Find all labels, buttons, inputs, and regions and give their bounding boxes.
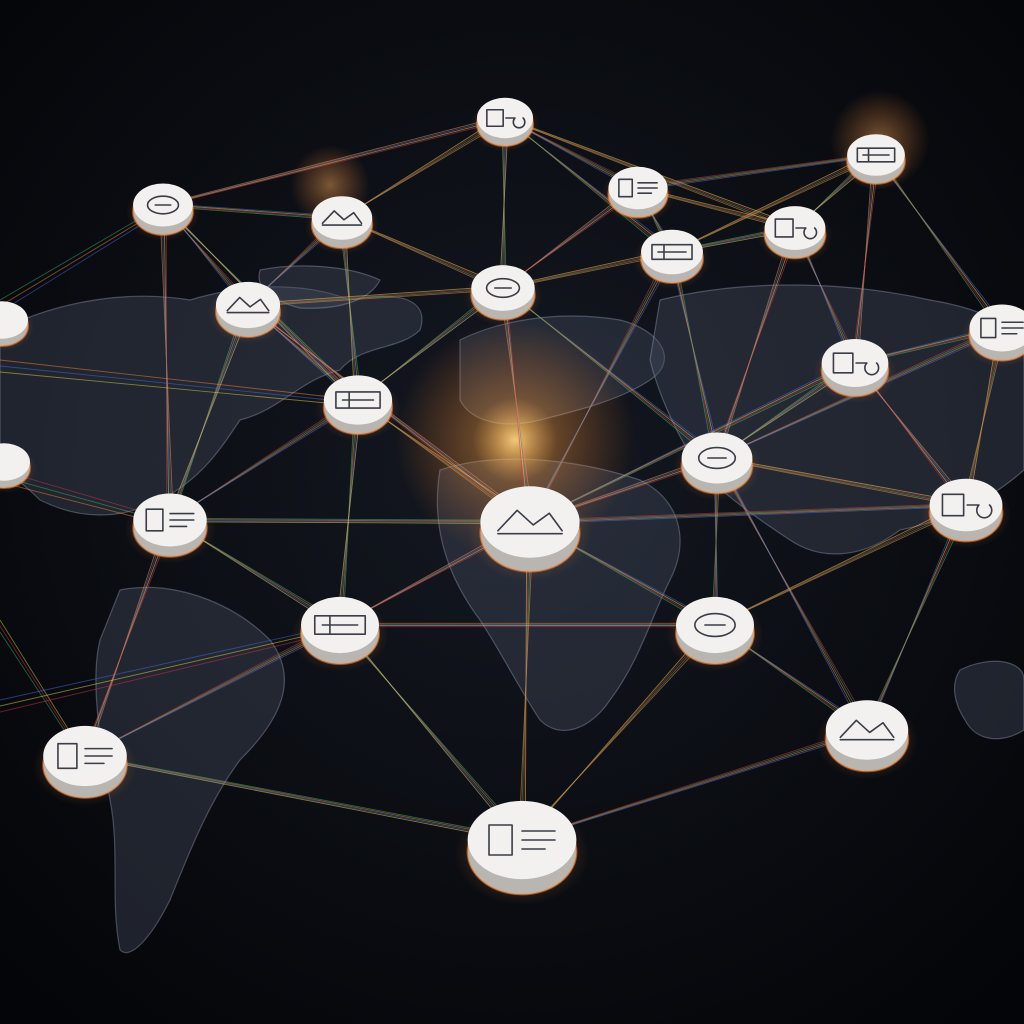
node-glyph — [488, 824, 556, 856]
link-line — [528, 504, 968, 522]
node-glyph — [941, 493, 993, 519]
link-line — [246, 288, 505, 306]
edge-node — [0, 301, 35, 352]
link-line — [876, 155, 1002, 329]
link-line — [0, 627, 341, 707]
central-server-icon — [467, 486, 593, 582]
node-glyph — [146, 195, 180, 215]
node-glyph — [313, 615, 367, 635]
network-nodes — [0, 97, 1024, 906]
plug-icon — [291, 596, 389, 672]
link-line — [88, 757, 519, 843]
link-line — [518, 731, 871, 843]
link-line — [161, 118, 507, 206]
switch-icon — [672, 432, 762, 501]
node-glyph — [980, 317, 1024, 339]
router-icon — [125, 183, 201, 241]
link-line — [636, 154, 878, 188]
monitor-icon — [454, 800, 590, 906]
server-rack-icon — [469, 97, 541, 152]
node-glyph — [226, 296, 270, 314]
node-glyph — [57, 742, 113, 770]
link-line — [525, 727, 864, 839]
node-glyph — [832, 352, 880, 376]
node-glyph — [839, 719, 895, 741]
camera-icon — [315, 375, 401, 441]
link-line — [0, 365, 359, 404]
link-line — [508, 119, 669, 254]
satellite-icon — [207, 281, 289, 344]
link-line — [528, 252, 674, 523]
link-line — [719, 459, 865, 732]
link-line — [713, 229, 799, 460]
link-line — [506, 289, 714, 460]
link-line — [713, 456, 871, 729]
link-line — [532, 250, 670, 521]
link-line — [851, 156, 880, 365]
link-line — [86, 756, 521, 841]
node-glyph — [485, 277, 521, 299]
link-line — [634, 152, 880, 187]
controller-icon — [815, 700, 919, 780]
link-line — [81, 753, 526, 839]
link-line — [520, 730, 869, 841]
node-glyph — [618, 178, 658, 198]
robot-arm-icon — [666, 596, 764, 672]
link-line — [251, 285, 500, 304]
link-line — [171, 519, 529, 522]
link-line — [342, 626, 520, 842]
link-line — [0, 630, 341, 713]
tool-icon — [920, 478, 1012, 549]
link-line — [173, 517, 527, 521]
link-line — [0, 371, 359, 407]
link-line — [531, 505, 965, 523]
link-line — [715, 457, 869, 730]
node-glyph — [321, 210, 363, 226]
link-line — [0, 624, 341, 701]
printer-icon — [839, 134, 913, 190]
australia-landmass — [953, 660, 1024, 740]
edge-node — [0, 443, 37, 494]
hub-icon — [961, 304, 1024, 368]
monitor-icon — [633, 229, 711, 290]
node-glyph — [651, 243, 693, 261]
device-icon — [463, 265, 543, 327]
link-line — [505, 289, 528, 524]
link-line — [526, 502, 970, 521]
node-glyph — [497, 509, 563, 535]
link-line — [522, 729, 867, 840]
link-line — [717, 458, 867, 731]
node-glyph — [774, 218, 818, 240]
node-glyph — [694, 612, 736, 638]
link-line — [639, 155, 875, 189]
laptop-icon — [304, 196, 380, 255]
link-line — [533, 506, 963, 525]
link-line — [166, 115, 502, 204]
modem-icon — [756, 206, 834, 265]
link-line — [641, 156, 873, 191]
node-glyph — [145, 508, 195, 532]
link-line — [163, 117, 505, 205]
link-line — [249, 287, 502, 305]
headset-icon — [813, 338, 897, 404]
node-glyph — [856, 147, 896, 163]
link-line — [244, 289, 507, 308]
link-line — [530, 251, 672, 522]
link-line — [0, 359, 359, 401]
link-line — [159, 119, 509, 208]
node-glyph — [335, 391, 381, 409]
node-glyph — [486, 108, 526, 129]
terminal-icon — [32, 725, 138, 807]
node-glyph — [697, 446, 737, 470]
link-line — [166, 306, 252, 522]
gear-icon — [124, 493, 216, 565]
link-line — [526, 253, 676, 524]
link-line — [878, 156, 1000, 330]
cable-icon — [601, 166, 675, 224]
link-line — [83, 755, 524, 840]
